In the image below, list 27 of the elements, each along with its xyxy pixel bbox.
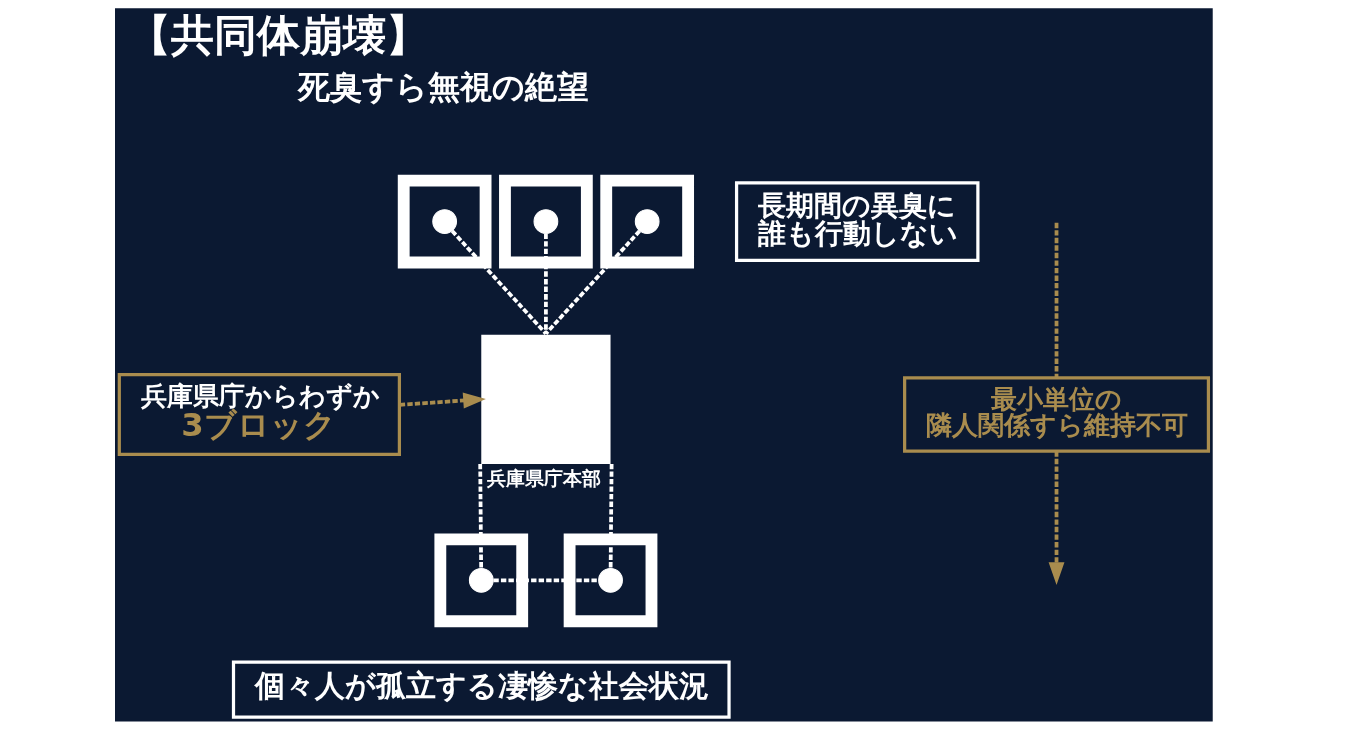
cluster	[397, 174, 491, 269]
node-box	[480, 334, 611, 464]
node-box: 長期間の異臭に誰も行動しない	[734, 181, 979, 262]
cluster	[498, 174, 593, 269]
connector	[492, 578, 599, 583]
arrow	[1048, 451, 1064, 585]
connector	[543, 233, 548, 334]
node-box: 兵庫県庁からわずか 3ブロック	[117, 372, 401, 456]
connector	[608, 463, 613, 569]
diagram-title: 【共同体崩壊】	[127, 10, 429, 61]
node-circle	[533, 209, 558, 234]
node-box: 個々人が孤立する凄惨な社会状況	[231, 660, 731, 719]
arrow	[399, 392, 486, 409]
cluster	[433, 533, 528, 628]
node-box: 最小単位の隣人関係すら維持不可	[902, 376, 1210, 453]
label: 死臭すら無視の絶望	[297, 67, 589, 106]
node-label: 兵庫県庁本部	[486, 466, 601, 490]
connector	[450, 229, 547, 335]
connector	[1054, 222, 1058, 378]
connector	[544, 229, 641, 335]
cluster	[599, 174, 694, 269]
node-circle	[634, 209, 660, 234]
node-circle	[597, 567, 623, 593]
node-circle	[468, 567, 494, 593]
node-circle	[431, 209, 457, 234]
cluster	[563, 533, 657, 628]
connector	[477, 463, 483, 569]
